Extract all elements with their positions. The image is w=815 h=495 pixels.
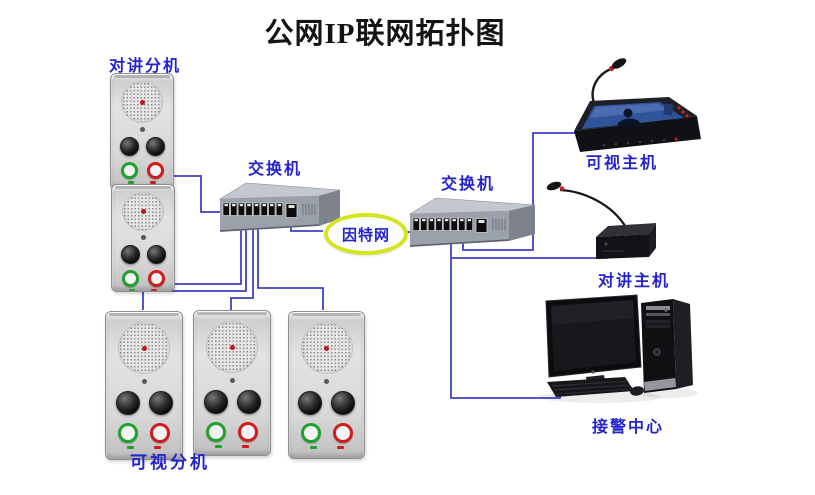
visual-host-device — [574, 58, 701, 152]
alarm-center-computer — [538, 294, 698, 403]
speaker-button — [145, 137, 165, 156]
camera-lens — [298, 391, 322, 415]
indicator-dot — [139, 127, 145, 132]
camera-lens — [115, 391, 140, 415]
indicator-dot — [229, 378, 235, 383]
grille-red-dot — [140, 208, 146, 214]
intercom-host-device — [546, 181, 656, 259]
green-mark — [129, 288, 135, 291]
answer-button — [120, 162, 138, 179]
internet-node: 因特网 — [324, 213, 408, 255]
answer-button — [300, 423, 321, 443]
red-mark — [150, 181, 156, 184]
speaker-button — [331, 391, 355, 415]
label-visual-extension: 可视分机 — [130, 453, 210, 472]
indicator-dot — [140, 234, 146, 240]
uplink-port — [475, 218, 488, 233]
call-button — [238, 422, 258, 442]
label-alarm-center: 接警中心 — [592, 419, 665, 436]
uplink-port — [285, 203, 298, 218]
gooseneck-mic — [559, 188, 628, 230]
green-mark — [128, 181, 134, 184]
label-switch-left: 交换机 — [248, 161, 303, 178]
camera-lens — [203, 390, 228, 414]
red-mark — [242, 445, 249, 448]
vent-grille — [302, 204, 316, 215]
cable-left-switch-to-visext3 — [257, 228, 324, 310]
answer-button — [206, 422, 226, 442]
call-button — [150, 423, 170, 443]
cable-left-switch-to-visext1 — [142, 228, 247, 310]
speaker-grille — [122, 192, 164, 231]
visual-extension-unit-3 — [288, 311, 365, 459]
caller-silhouette — [623, 108, 633, 118]
label-intercom-host: 对讲主机 — [598, 273, 671, 290]
green-mark — [127, 446, 134, 449]
mic-head — [546, 181, 562, 191]
camera-lens — [119, 137, 139, 156]
label-switch-right: 交换机 — [441, 176, 496, 193]
indicator-dot — [141, 379, 147, 384]
internet-label: 因特网 — [341, 227, 390, 244]
green-mark — [309, 446, 317, 449]
ethernet-ports — [222, 202, 298, 218]
network-switch-right-device — [408, 197, 536, 247]
call-button — [146, 162, 164, 179]
intercom-extension-unit-2 — [111, 184, 175, 292]
grille-red-dot — [229, 344, 235, 350]
cable-right-switch-to-intercom-host — [451, 251, 608, 259]
intercom-extension-unit-1 — [110, 73, 174, 190]
red-mark — [336, 446, 344, 449]
label-visual-host: 可视主机 — [586, 155, 659, 172]
ethernet-ports — [412, 217, 488, 233]
answer-button — [121, 269, 139, 287]
call-button — [147, 269, 165, 287]
green-mark — [215, 445, 222, 448]
visual-extension-unit-2 — [193, 310, 271, 456]
cable-ext1-to-left-switch — [168, 175, 223, 213]
grille-red-dot — [141, 345, 147, 351]
answer-button — [118, 423, 138, 443]
red-mark — [154, 446, 161, 449]
speaker-button — [236, 390, 261, 414]
speaker-button — [146, 244, 166, 264]
speaker-grille — [121, 81, 163, 123]
visual-extension-unit-1 — [105, 311, 183, 460]
speaker-grille — [300, 322, 353, 374]
mouse — [630, 386, 644, 396]
cable-left-switch-to-visext2 — [230, 228, 254, 310]
call-button — [332, 423, 353, 443]
label-intercom-extension: 对讲分机 — [109, 58, 182, 75]
grille-red-dot — [324, 345, 329, 351]
speaker-grille — [206, 321, 258, 373]
speaker-grille — [118, 322, 170, 374]
indicator-dot — [324, 379, 329, 384]
camera-lens — [120, 244, 140, 264]
vent-grille — [492, 219, 506, 230]
mic-red-band — [559, 186, 565, 191]
speaker-button — [148, 391, 173, 415]
grille-red-dot — [139, 99, 145, 105]
red-mark — [151, 288, 157, 291]
cable-ext2-to-left-switch — [171, 228, 242, 285]
network-switch-left-device — [218, 182, 341, 232]
mic-head — [611, 58, 627, 69]
cable-right-switch-to-alarm-center — [450, 225, 561, 399]
page-title: 公网IP联网拓扑图 — [264, 18, 506, 50]
